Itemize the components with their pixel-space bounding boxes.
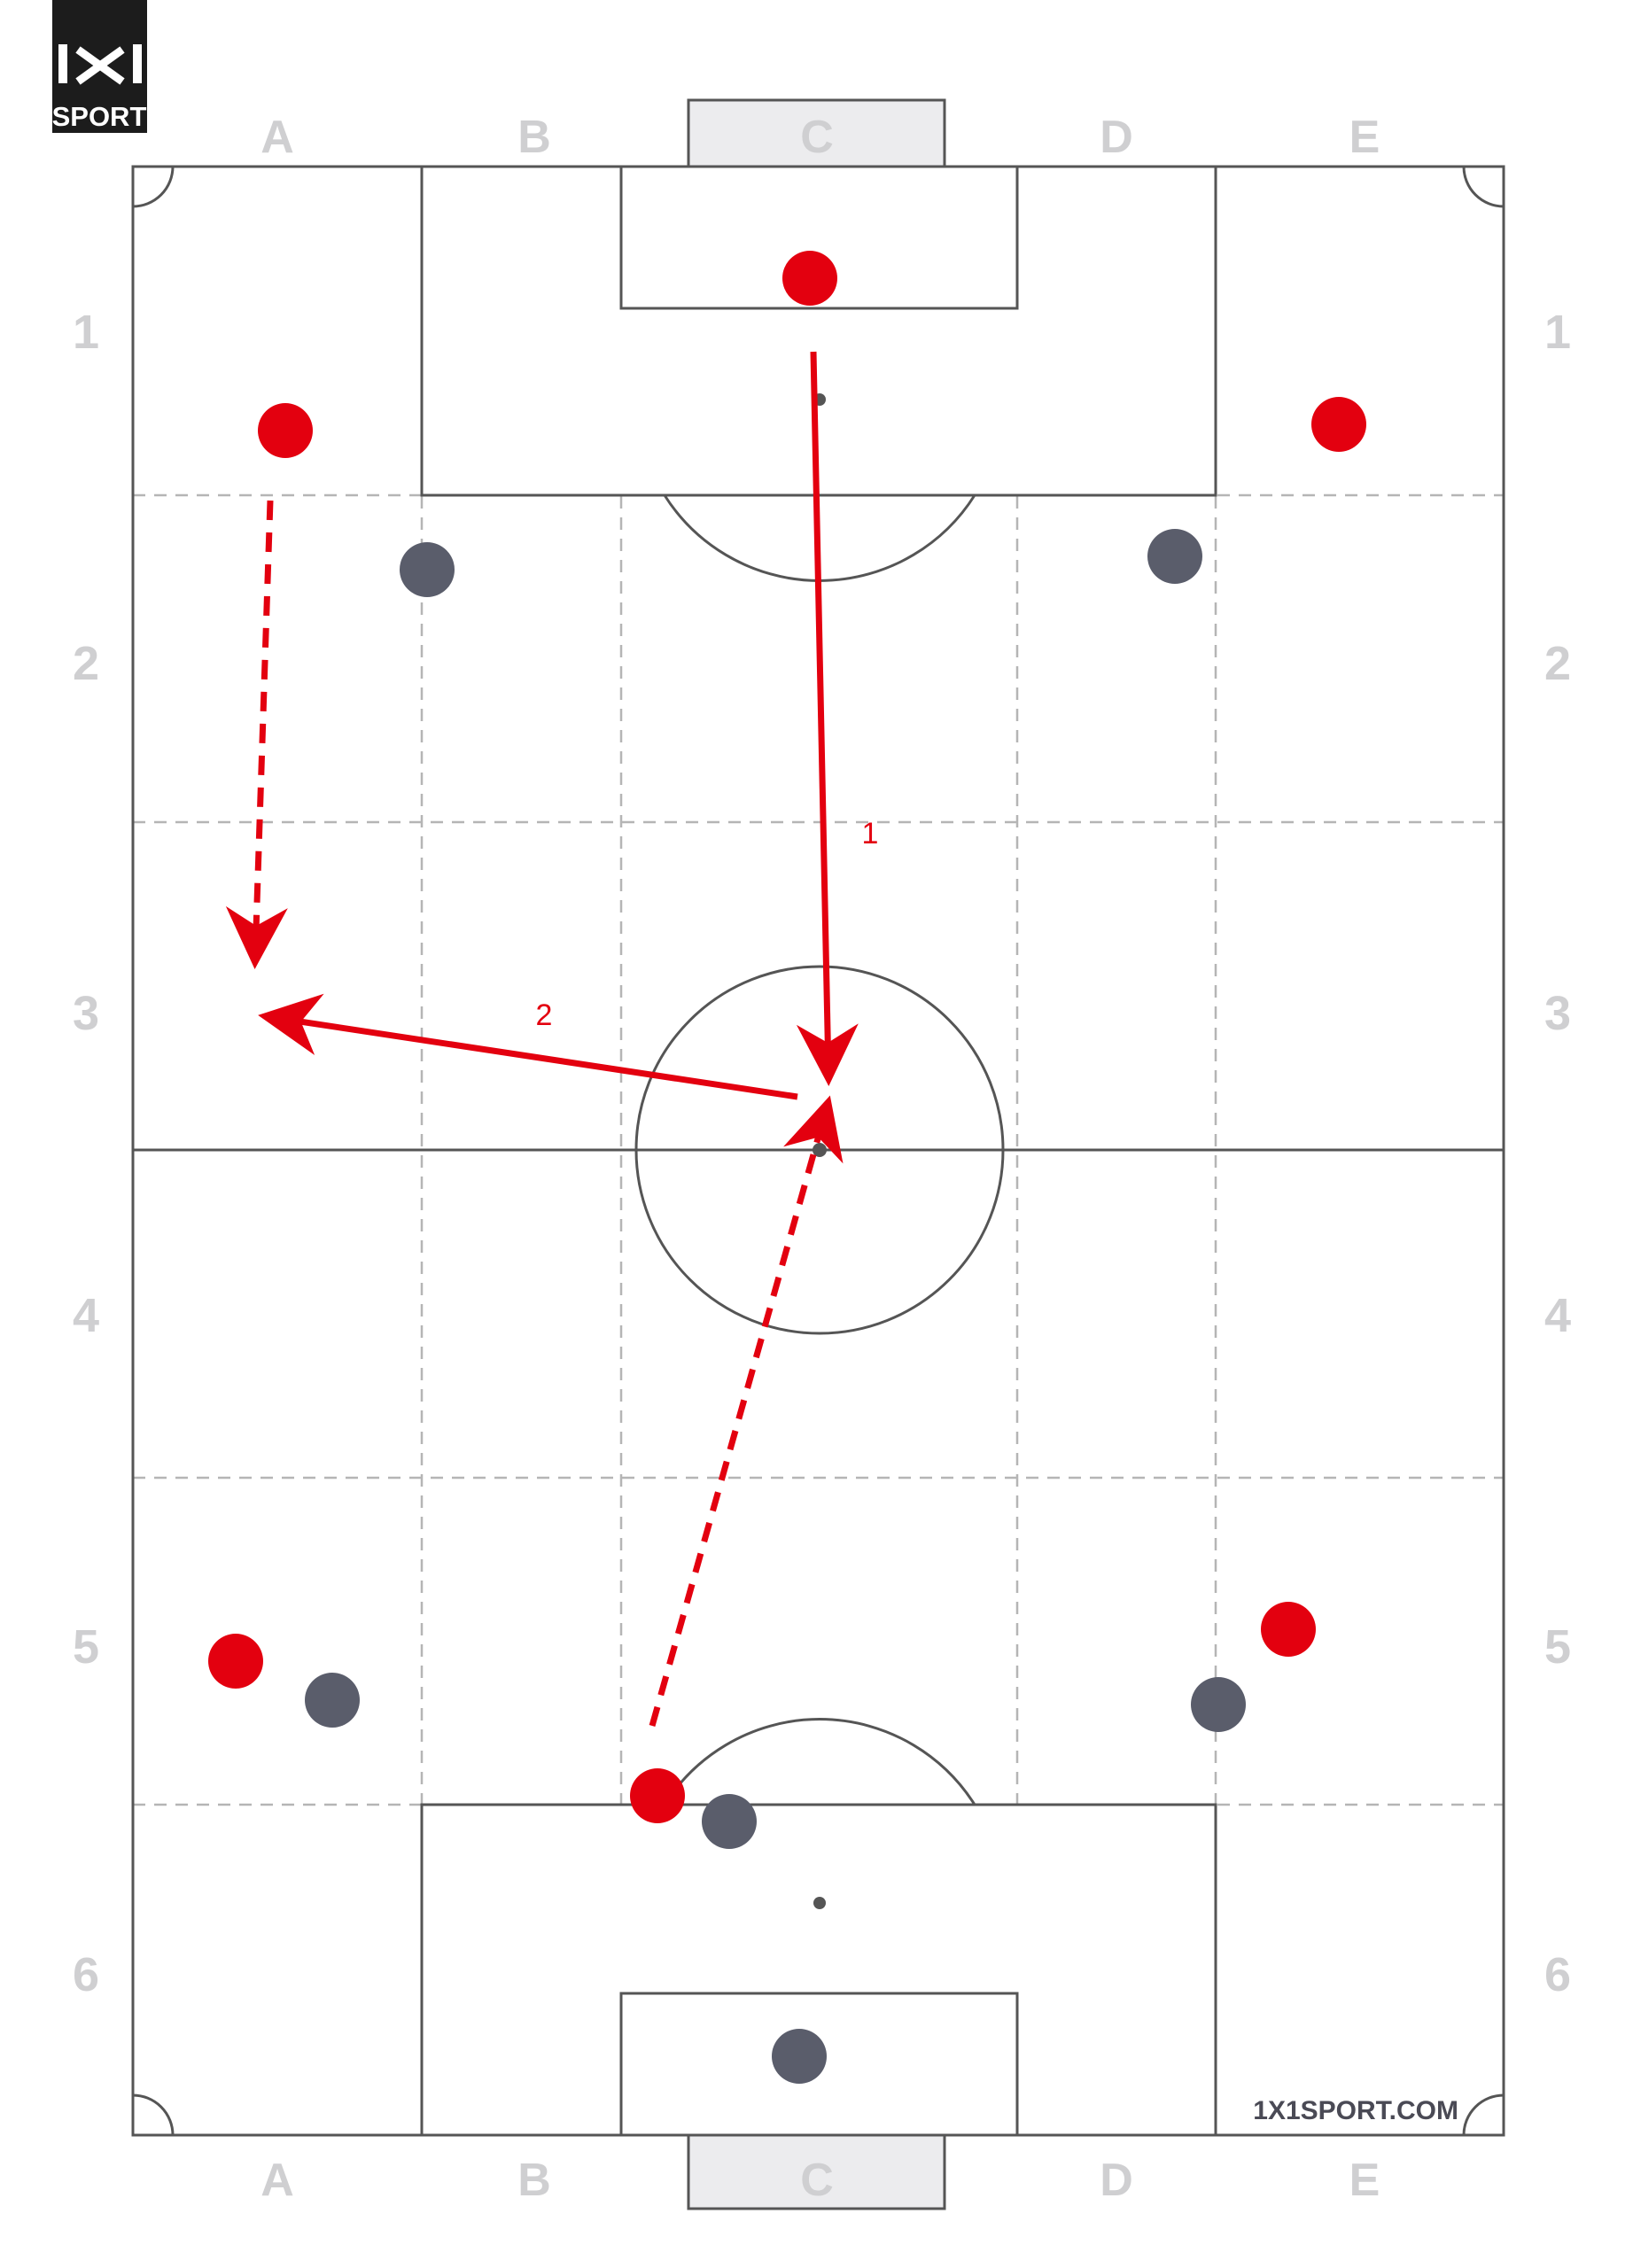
column-label: E — [1349, 2155, 1380, 2206]
row-label: 4 — [1544, 1289, 1571, 1342]
column-label: A — [261, 112, 294, 163]
pass-label-2: 2 — [536, 998, 553, 1032]
column-labels-bottom: A B C D E — [261, 2155, 1380, 2206]
attacker-right-midfielder — [1261, 1602, 1316, 1657]
column-labels-top: A B C D E — [261, 112, 1380, 163]
attacker-left-midfielder — [208, 1634, 263, 1689]
defender-left-back — [400, 542, 455, 597]
defender-left — [305, 1673, 360, 1728]
row-labels-left: 1 2 3 4 5 6 — [73, 306, 99, 2001]
defender-right-back — [1147, 529, 1202, 584]
row-labels-right: 1 2 3 4 5 6 — [1544, 306, 1571, 2001]
pass-arrow-1 — [796, 351, 859, 1086]
top-goal-area — [619, 165, 1019, 310]
corner-arc-bottom-left — [132, 2093, 175, 2136]
attacking-team — [208, 251, 1366, 1823]
defending-team — [305, 529, 1246, 2084]
bottom-penalty-spot — [813, 1897, 826, 1909]
row-label: 5 — [1544, 1620, 1571, 1674]
column-label: D — [1100, 2155, 1133, 2206]
run-arrow-winger — [225, 500, 288, 969]
row-label: 2 — [1544, 637, 1571, 690]
column-label: B — [517, 2155, 551, 2206]
column-label: D — [1100, 112, 1133, 163]
column-label: B — [517, 112, 551, 163]
attacker-right-winger — [1311, 397, 1366, 452]
attacker-goalkeeper — [782, 251, 837, 306]
column-label: E — [1349, 112, 1380, 163]
website-label: 1X1SPORT.COM — [1253, 2096, 1458, 2125]
column-label: A — [261, 2155, 294, 2206]
row-label: 3 — [1544, 987, 1571, 1040]
movement-arrows — [225, 351, 859, 1727]
bottom-goal-area — [619, 1992, 1019, 2137]
bottom-penalty-area — [420, 1803, 1217, 2137]
attacker-striker — [630, 1768, 685, 1823]
column-label: C — [800, 2155, 834, 2206]
row-label: 1 — [1544, 306, 1571, 359]
top-penalty-area — [420, 165, 1217, 497]
row-label: 4 — [73, 1289, 99, 1342]
pass-label-1: 1 — [862, 817, 879, 850]
center-circle — [634, 965, 1005, 1335]
defender-center — [702, 1794, 757, 1849]
column-label: C — [800, 112, 834, 163]
row-label: 6 — [73, 1948, 99, 2001]
attacker-left-winger — [258, 403, 313, 458]
logo-word: SPORT — [52, 101, 147, 132]
row-label: 5 — [73, 1620, 99, 1674]
row-label: 6 — [1544, 1948, 1571, 2001]
row-label: 2 — [73, 637, 99, 690]
corner-arc-top-left — [132, 166, 175, 208]
run-arrow-midfielder — [649, 1095, 844, 1727]
brand-logo: SPORT — [52, 0, 147, 133]
row-label: 3 — [73, 987, 99, 1040]
defender-goalkeeper — [772, 2029, 827, 2084]
bottom-penalty-arc — [663, 1718, 976, 1806]
pass-arrow-2 — [258, 993, 798, 1100]
row-label: 1 — [73, 306, 99, 359]
corner-arc-top-right — [1462, 166, 1505, 208]
corner-arc-bottom-right — [1462, 2093, 1505, 2136]
defender-right — [1191, 1677, 1246, 1732]
top-goal — [687, 98, 946, 168]
